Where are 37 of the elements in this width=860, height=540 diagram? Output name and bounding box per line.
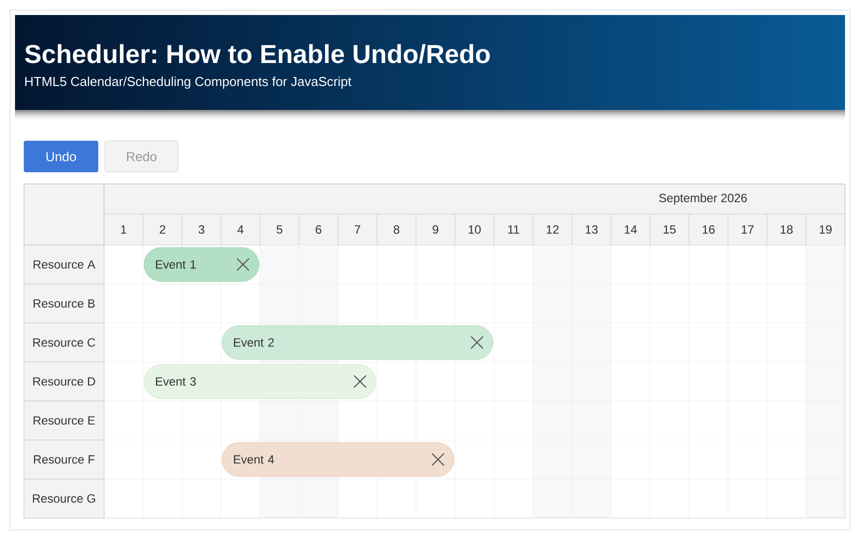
day-number: 12 <box>546 225 559 234</box>
weekend-shading <box>806 245 845 518</box>
day-number: 2 <box>160 225 166 234</box>
day-number: 15 <box>664 225 676 234</box>
resource-cell: Resource F <box>24 440 104 480</box>
day-number: 14 <box>624 225 637 234</box>
day-number: 11 <box>508 225 520 234</box>
resource-cell: Resource D <box>24 362 104 402</box>
day-number: 4 <box>237 225 244 234</box>
redo-button: Redo <box>104 140 178 172</box>
event-bar: Event 1 <box>144 247 260 282</box>
subtitle: HTML5 Calendar/Scheduling Components for JavaScript <box>25 76 352 89</box>
event-bar: Event 3 <box>144 364 376 399</box>
resource-cell: Resource G <box>24 478 104 518</box>
day-number: 10 <box>468 225 481 234</box>
event-bar: Event 2 <box>222 325 494 360</box>
day-number: 3 <box>198 225 204 234</box>
day-number: 9 <box>432 225 438 234</box>
day-number: 19 <box>820 225 832 234</box>
day-number: 16 <box>702 225 715 234</box>
day-number: 1 <box>121 225 126 234</box>
day-number: 6 <box>316 225 322 234</box>
undo-button: Undo <box>24 140 98 172</box>
resource-cell: Resource C <box>24 322 104 362</box>
weekend-shading <box>533 245 611 518</box>
month-header: September 2026 <box>659 193 747 205</box>
day-number: 7 <box>354 225 360 234</box>
event-bar: Event 4 <box>222 442 454 477</box>
day-number: 18 <box>780 225 793 234</box>
resource-cell: Resource B <box>24 284 104 324</box>
resource-cell: Resource A <box>24 244 104 284</box>
day-number: 8 <box>394 225 400 234</box>
day-number: 5 <box>276 225 282 234</box>
day-number: 13 <box>586 225 598 234</box>
title: Scheduler: How to Enable Undo/Redo <box>24 44 490 64</box>
day-number: 17 <box>742 225 754 234</box>
resource-cell: Resource E <box>24 400 104 440</box>
